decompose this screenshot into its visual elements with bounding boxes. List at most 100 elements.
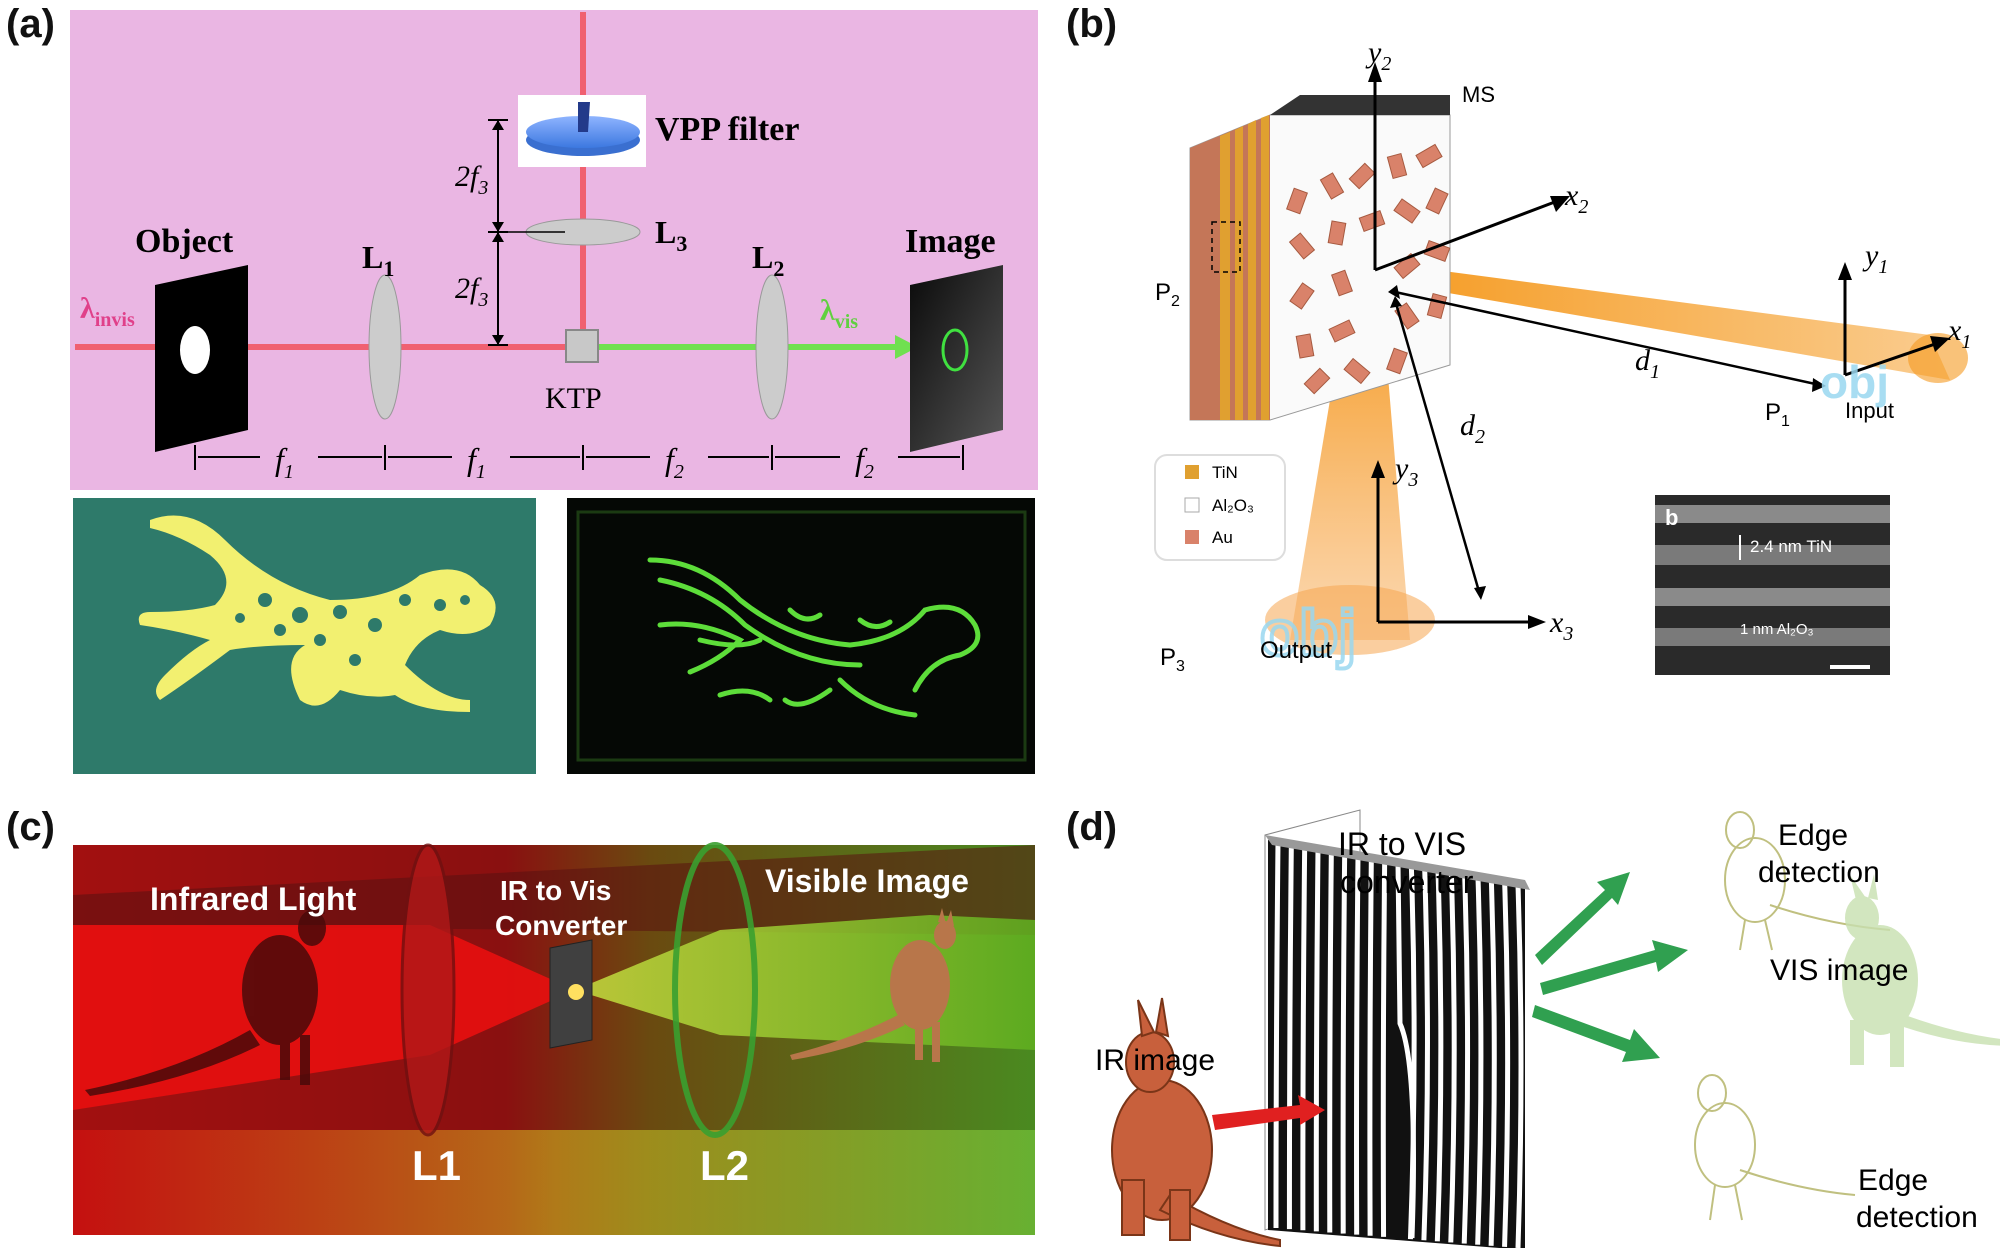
grating-stripe xyxy=(1286,844,1294,1230)
label-d1: d1 xyxy=(1635,344,1660,383)
label-image: Image xyxy=(905,223,996,260)
grating-stripe xyxy=(1448,872,1457,1243)
grating-stripe xyxy=(1273,841,1281,1229)
label-p2: P2 xyxy=(1155,279,1180,310)
label-l2-c: L2 xyxy=(700,1142,749,1189)
green-arrowhead xyxy=(895,335,918,359)
label-ms: MS xyxy=(1462,82,1495,107)
lens-l2-c xyxy=(672,842,758,1138)
grating-stripe xyxy=(1354,856,1361,1235)
label-p1: P1 xyxy=(1765,399,1790,430)
axes-system-1 xyxy=(1843,272,1939,377)
focal-dimension-row xyxy=(194,445,964,470)
grating-stripe xyxy=(1407,865,1417,1240)
lens-l1 xyxy=(368,274,402,420)
ir-kangaroo xyxy=(1111,997,1281,1248)
grating-stripe xyxy=(1488,880,1497,1246)
distance-arrows xyxy=(1393,290,1821,596)
label-infrared-light: Infrared Light xyxy=(150,881,357,917)
panel-label-c: (c) xyxy=(6,805,55,849)
label-l1-c: L1 xyxy=(412,1142,461,1189)
label-ktp: KTP xyxy=(545,382,602,415)
label-y1: y1 xyxy=(1862,239,1888,278)
yellow-dog-silhouette xyxy=(138,515,496,712)
label-converter-d-line1: IR to VIS xyxy=(1338,826,1466,862)
label-edge-top-line2: detection xyxy=(1758,856,1880,889)
panel-d-illustration: IR to VIS converter IR image Edge detect… xyxy=(1095,809,2000,1248)
tem-inset: b 2.4 nm TiN 1 nm Al₂O₃ xyxy=(1655,495,1890,675)
image-ring xyxy=(941,328,969,372)
label-x2: x2 xyxy=(1564,179,1588,218)
label-ir-image: IR image xyxy=(1095,1044,1215,1077)
legend-swatch-al2o3 xyxy=(1184,497,1200,513)
grating-stripe xyxy=(1340,853,1348,1234)
lens-l1-c xyxy=(400,843,456,1137)
panel-label-d: (d) xyxy=(1066,805,1118,849)
green-output-arrows xyxy=(1532,872,1688,1062)
green-edge-dog xyxy=(647,557,981,718)
grating-stripes xyxy=(1273,841,1524,1248)
obj-output-pattern: obj xyxy=(1260,597,1356,669)
lens-l2 xyxy=(755,274,789,420)
label-lambda-vis: λvis xyxy=(820,294,858,333)
inset-tin-label: 2.4 nm TiN xyxy=(1750,537,1832,556)
legend-swatch-tin xyxy=(1185,465,1199,479)
label-output: Output xyxy=(1260,637,1332,664)
label-input: Input xyxy=(1845,398,1894,423)
inset-letter: b xyxy=(1665,505,1678,530)
label-lambda-invis: λinvis xyxy=(80,292,135,331)
grating-stripe xyxy=(1434,870,1444,1242)
image-screen xyxy=(910,265,1003,452)
layer-top xyxy=(1270,95,1450,115)
grating-stripe xyxy=(1515,884,1524,1248)
unit-cell-outline xyxy=(1211,221,1241,273)
visible-kangaroo xyxy=(790,908,956,1062)
panel-c-illustration: Infrared Light IR to Vis Converter Visib… xyxy=(73,842,1035,1235)
label-converter-d-line2: converter xyxy=(1340,864,1474,900)
infrared-kangaroo xyxy=(85,892,326,1096)
label-d2: d2 xyxy=(1460,409,1485,448)
label-edge-bottom-line1: Edge xyxy=(1858,1164,1928,1197)
legend-label-tin: TiN xyxy=(1212,463,1238,482)
axes-system-2 xyxy=(1373,75,1561,272)
grating-stripe xyxy=(1475,877,1484,1245)
label-x3: x3 xyxy=(1549,606,1573,645)
vpp-step xyxy=(578,102,590,132)
label-l1: L1 xyxy=(362,239,394,281)
grating-stripe xyxy=(1421,868,1430,1241)
grating-stripe xyxy=(1313,849,1321,1232)
panel-b-diagram: y2 MS x2 y1 x1 y3 x3 d1 d2 P2 P1 Input o… xyxy=(1154,36,1971,675)
label-l2: L2 xyxy=(752,239,784,281)
grating-stripe xyxy=(1380,861,1388,1237)
label-converter-line2: Converter xyxy=(495,910,627,941)
edge-kangaroo-bottom xyxy=(1694,1074,1856,1221)
ktp-crystal xyxy=(565,329,599,363)
object-aperture xyxy=(180,326,210,374)
nanopillars xyxy=(1286,143,1451,395)
label-object: Object xyxy=(135,223,234,260)
label-y2: y2 xyxy=(1365,36,1391,75)
panel-label-b: (b) xyxy=(1066,2,1118,46)
input-beam xyxy=(1375,262,1950,380)
label-l3: L3 xyxy=(655,214,687,256)
label-y3: y3 xyxy=(1392,452,1418,491)
label-x1: x1 xyxy=(1947,314,1971,353)
grating-stripe xyxy=(1367,858,1374,1236)
grating-stripe xyxy=(1300,846,1308,1231)
label-2f3-bottom: 2f3 xyxy=(455,272,488,311)
label-vpp-filter: VPP filter xyxy=(655,111,799,148)
panel-a-diagram: Object Image L1 L2 L3 VPP filter KTP λin… xyxy=(70,10,1038,774)
inset-al2o3-label: 1 nm Al₂O₃ xyxy=(1740,621,1814,638)
ir-input-arrow xyxy=(1212,1095,1325,1130)
label-p3: P3 xyxy=(1160,644,1185,675)
label-edge-top-line1: Edge xyxy=(1778,819,1848,852)
label-visible-image: Visible Image xyxy=(765,863,969,899)
legend-label-al2o3: Al₂O₃ xyxy=(1212,496,1254,515)
panel-label-a: (a) xyxy=(6,2,55,46)
grating-stripe xyxy=(1461,875,1471,1244)
legend-swatch-au xyxy=(1185,530,1199,544)
label-edge-bottom-line2: detection xyxy=(1856,1201,1978,1234)
vis-kangaroo xyxy=(1842,874,2000,1067)
grating-stripe xyxy=(1327,851,1334,1233)
legend-label-au: Au xyxy=(1212,528,1233,547)
